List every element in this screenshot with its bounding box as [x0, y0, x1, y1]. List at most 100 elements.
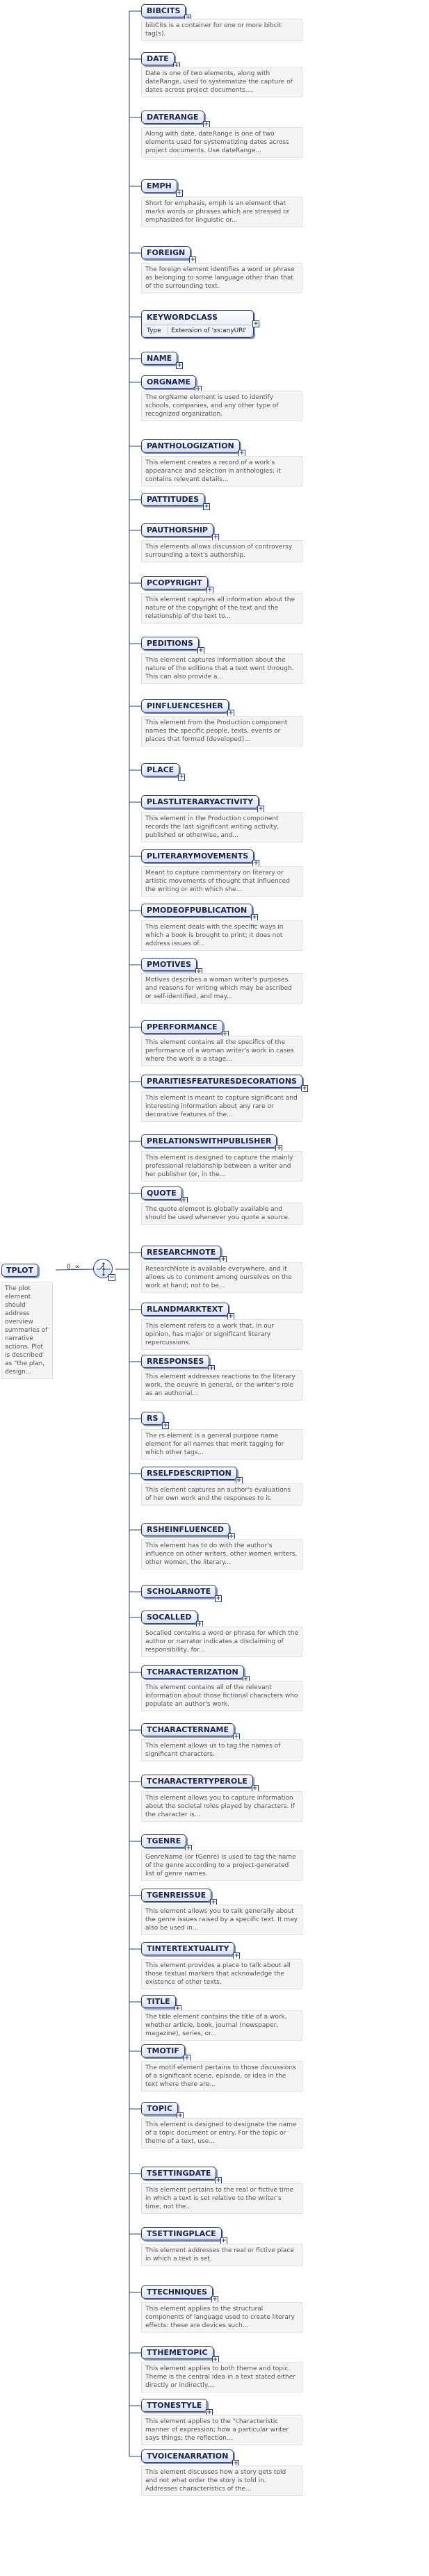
expand-icon[interactable]: +: [300, 1085, 308, 1092]
element-description: This element provides a place to talk ab…: [141, 1959, 302, 1989]
element-name: TTONESTYLE: [147, 2401, 202, 2410]
element-node-pauthorship[interactable]: PAUTHORSHIP+: [141, 523, 219, 541]
element-node-date[interactable]: DATE+: [141, 52, 180, 70]
element-node-pattitudes[interactable]: PATTITUDES+: [141, 493, 211, 510]
expand-icon[interactable]: +: [176, 362, 184, 369]
attribute-label: Type: [147, 327, 161, 334]
element-node-pmodeofpublication[interactable]: PMODEOFPUBLICATION+: [141, 904, 259, 921]
element-description: This element pertains to the real or fic…: [141, 2183, 302, 2214]
element-node-peditions[interactable]: PEDITIONS+: [141, 637, 204, 654]
element-name: TCHARACTERTYPEROLE: [147, 1777, 248, 1786]
expand-icon[interactable]: +: [215, 1595, 222, 1602]
expand-icon[interactable]: +: [252, 320, 259, 327]
element-node-tcharactertyperole[interactable]: TCHARACTERTYPEROLE+: [141, 1775, 259, 1792]
element-node-place[interactable]: PLACE+: [141, 763, 186, 781]
element-node-pcopyright[interactable]: PCOPYRIGHT+: [141, 576, 213, 594]
element-node-pperformance[interactable]: PPERFORMANCE+: [141, 1020, 229, 1038]
element-name: PEDITIONS: [147, 639, 193, 648]
element-node-tgenre[interactable]: TGENRE+: [141, 1834, 193, 1852]
element-name: RRESPONSES: [147, 1357, 204, 1366]
element-node-pmotives[interactable]: PMOTIVES+: [141, 958, 202, 975]
element-description: This elements allows discussion of contr…: [141, 540, 302, 562]
element-node-tgenreissue[interactable]: TGENREISSUE+: [141, 1889, 218, 1906]
element-name: TGENREISSUE: [147, 1891, 207, 1900]
expand-icon[interactable]: +: [175, 190, 183, 197]
element-description: ResearchNote is available everywhere, an…: [141, 1262, 302, 1293]
element-description: This element addresses reactions to the …: [141, 1370, 302, 1401]
element-node-daterange[interactable]: DATERANGE+: [141, 111, 210, 128]
element-node-tsettingplace[interactable]: TSETTINGPLACE+: [141, 2227, 227, 2244]
element-name: TSETTINGDATE: [147, 2169, 211, 2178]
element-node-pinfluencesher[interactable]: PINFLUENCESHER+: [141, 699, 234, 717]
element-description: This element is designed to capture the …: [141, 1151, 302, 1182]
element-node-name[interactable]: NAME +: [141, 352, 184, 369]
element-node-title[interactable]: TITLE+: [141, 1995, 181, 2012]
element-name: KEYWORDCLASS: [147, 313, 218, 322]
element-name: TGENRE: [147, 1836, 181, 1845]
element-node-rs[interactable]: RS+: [141, 1412, 170, 1429]
element-name: RESEARCHNOTE: [147, 1248, 216, 1257]
element-name: EMPH: [147, 181, 172, 190]
element-name: TSETTINGPLACE: [147, 2229, 216, 2238]
element-node-tmotif[interactable]: TMOTIF+: [141, 2044, 191, 2062]
element-node-researchnote[interactable]: RESEARCHNOTE+: [141, 1246, 227, 1263]
element-node-orgname[interactable]: ORGNAME+: [141, 375, 202, 393]
element-name: TTECHNIQUES: [147, 2288, 208, 2297]
element-node-tthemetopic[interactable]: TTHEMETOPIC+: [141, 2346, 219, 2363]
element-name: BIBCITS: [147, 6, 181, 15]
element-node-tsettingdate[interactable]: TSETTINGDATE+: [141, 2167, 222, 2184]
element-node-rlandmarktext[interactable]: RLANDMARKTEXT+: [141, 1303, 234, 1320]
element-name: NAME: [147, 354, 172, 363]
element-name: TTHEMETOPIC: [147, 2348, 208, 2357]
element-node-scholarnote[interactable]: SCHOLARNOTE +: [141, 1585, 222, 1602]
element-name: RSELFDESCRIPTION: [147, 1469, 232, 1478]
expand-icon[interactable]: +: [162, 1422, 170, 1429]
element-description: This element from the Production compone…: [141, 716, 302, 747]
element-name: PINFLUENCESHER: [147, 701, 223, 710]
element-node-ttechniques[interactable]: TTECHNIQUES+: [141, 2285, 219, 2303]
element-description: The title element contains the title of …: [141, 2010, 302, 2041]
element-name: TCHARACTERIZATION: [147, 1668, 238, 1677]
root-to-choice-line: [55, 1269, 94, 1271]
element-node-rsheinfluenced[interactable]: RSHEINFLUENCED+: [141, 1523, 235, 1540]
element-node-socalled[interactable]: SOCALLED+: [141, 1611, 203, 1628]
element-node-pliterarymovements[interactable]: PLITERARYMOVEMENTS+: [141, 849, 260, 867]
element-node-prelationswithpublisher[interactable]: PRELATIONSWITHPUBLISHER+: [141, 1134, 283, 1152]
root-element-node[interactable]: TPLOT: [1, 1264, 39, 1277]
element-name: DATE: [147, 54, 169, 63]
element-node-emph[interactable]: EMPH+: [141, 179, 183, 197]
element-node-rselfdescription[interactable]: RSELFDESCRIPTION+: [141, 1467, 243, 1484]
element-node-tintertextuality[interactable]: TINTERTEXTUALITY+: [141, 1942, 241, 1959]
element-description: GenreName (or tGenre) is used to tag the…: [141, 1850, 302, 1881]
element-name: TINTERTEXTUALITY: [147, 1944, 229, 1953]
element-node-quote[interactable]: QUOTE+: [141, 1187, 188, 1204]
element-name: DATERANGE: [147, 113, 199, 122]
element-node-tvoicenarration[interactable]: TVOICENARRATION+: [141, 2449, 240, 2467]
element-node-tcharacterization[interactable]: TCHARACTERIZATION+: [141, 1665, 250, 1683]
element-node-foreign[interactable]: FOREIGN+: [141, 246, 197, 263]
element-node-praritiesfeaturesdecorations[interactable]: PRARITIESFEATURESDECORATIONS+: [141, 1075, 308, 1092]
element-description: This element is designed to designate th…: [141, 2118, 302, 2149]
element-name: TVOICENARRATION: [147, 2452, 229, 2461]
element-name: SCHOLARNOTE: [147, 1587, 211, 1596]
expand-icon[interactable]: +: [203, 503, 211, 510]
element-node-rresponses[interactable]: RRESPONSES+: [141, 1355, 216, 1372]
element-node-plastliteraryactivity[interactable]: PLASTLITERARYACTIVITY+: [141, 795, 265, 813]
element-name: PLASTLITERARYACTIVITY: [147, 797, 254, 806]
element-node-panthologization[interactable]: PANTHOLOGIZATION+: [141, 439, 245, 457]
element-node-topic[interactable]: TOPIC+: [141, 2102, 184, 2119]
element-name: PANTHOLOGIZATION: [147, 441, 234, 450]
element-node-bibcits[interactable]: BIBCITS+: [141, 4, 192, 22]
collapse-choice-icon[interactable]: −: [108, 1274, 115, 1281]
element-description: The quote element is globally available …: [141, 1203, 302, 1225]
element-node-ttonestyle[interactable]: TTONESTYLE+: [141, 2399, 213, 2416]
expand-icon[interactable]: +: [178, 774, 186, 781]
element-node-tcharactername[interactable]: TCHARACTERNAME+: [141, 1723, 241, 1741]
element-description: This element applies to both theme and t…: [141, 2362, 302, 2392]
element-name: RS: [147, 1414, 159, 1423]
element-name: SOCALLED: [147, 1613, 192, 1622]
element-name: PCOPYRIGHT: [147, 578, 202, 587]
